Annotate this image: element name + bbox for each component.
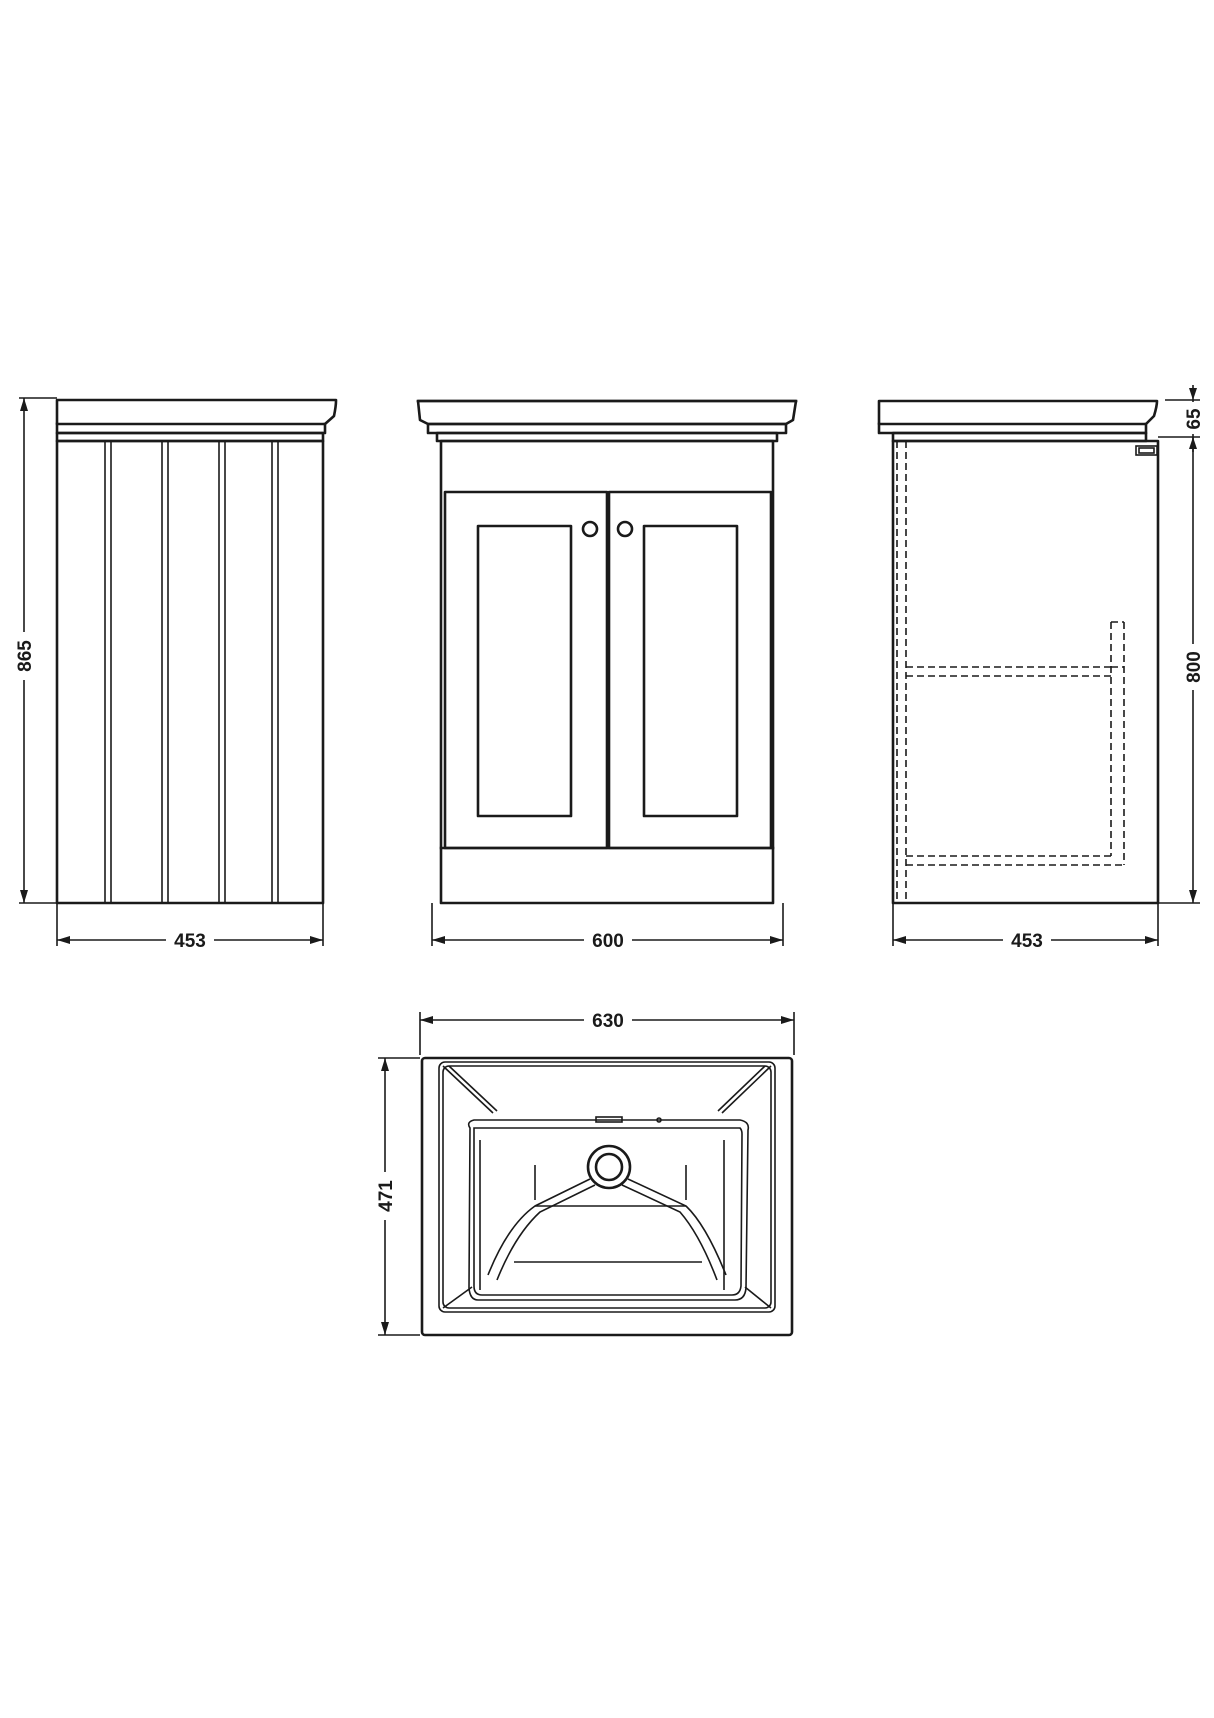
dim-front-width: 600	[431, 903, 784, 952]
cabinet-carcass	[439, 439, 775, 905]
side-elevation-right	[877, 399, 1160, 905]
dim-cabinet-height: 800	[1158, 437, 1206, 904]
dim-overall-height: 865	[12, 397, 57, 904]
door-left-panel	[476, 524, 573, 818]
dim-label-side-left-width: 453	[174, 931, 206, 952]
side-panel-left	[55, 439, 325, 905]
overflow-slot-icon	[1135, 445, 1158, 456]
basin-top-view	[420, 1056, 794, 1337]
dim-label-overall-height: 865	[15, 640, 36, 672]
door-right-panel	[642, 524, 739, 818]
basin-underside-left	[55, 422, 327, 435]
overflow-slot-top-icon	[595, 1116, 623, 1123]
dim-label-front-width: 600	[592, 931, 624, 952]
basin-rim-left	[55, 398, 338, 426]
dim-label-basin-depth: 471	[376, 1180, 397, 1212]
tap-hole-icon	[656, 1117, 662, 1123]
dim-label-basin-height: 65	[1184, 408, 1205, 430]
dim-label-basin-width: 630	[592, 1011, 624, 1032]
dim-basin-height: 65	[1158, 385, 1208, 452]
drain-outer-icon	[586, 1144, 632, 1190]
dim-label-side-right-width: 453	[1011, 931, 1043, 952]
dim-side-left-width: 453	[56, 903, 324, 952]
basin-inner-rim	[438, 1061, 776, 1313]
door-right	[607, 490, 773, 850]
knob-right-icon	[616, 520, 634, 538]
front-elevation	[416, 399, 798, 905]
basin-outer	[420, 1056, 794, 1337]
basin-rim-right	[877, 399, 1159, 426]
knob-left-icon	[581, 520, 599, 538]
dim-basin-width: 630	[419, 1008, 795, 1055]
dim-label-cabinet-height: 800	[1184, 651, 1205, 683]
drain-inner-icon	[594, 1152, 624, 1182]
internal-shelf-dashed	[896, 441, 1125, 903]
dim-side-right-width: 453	[892, 903, 1159, 952]
dim-basin-depth: 471	[374, 1057, 420, 1336]
basin-lip-front	[426, 422, 788, 435]
side-panel-right	[891, 439, 1160, 905]
tongue-groove-panels	[104, 441, 279, 903]
side-elevation-left	[55, 398, 338, 905]
basin-front	[416, 399, 798, 426]
door-left	[443, 490, 609, 850]
